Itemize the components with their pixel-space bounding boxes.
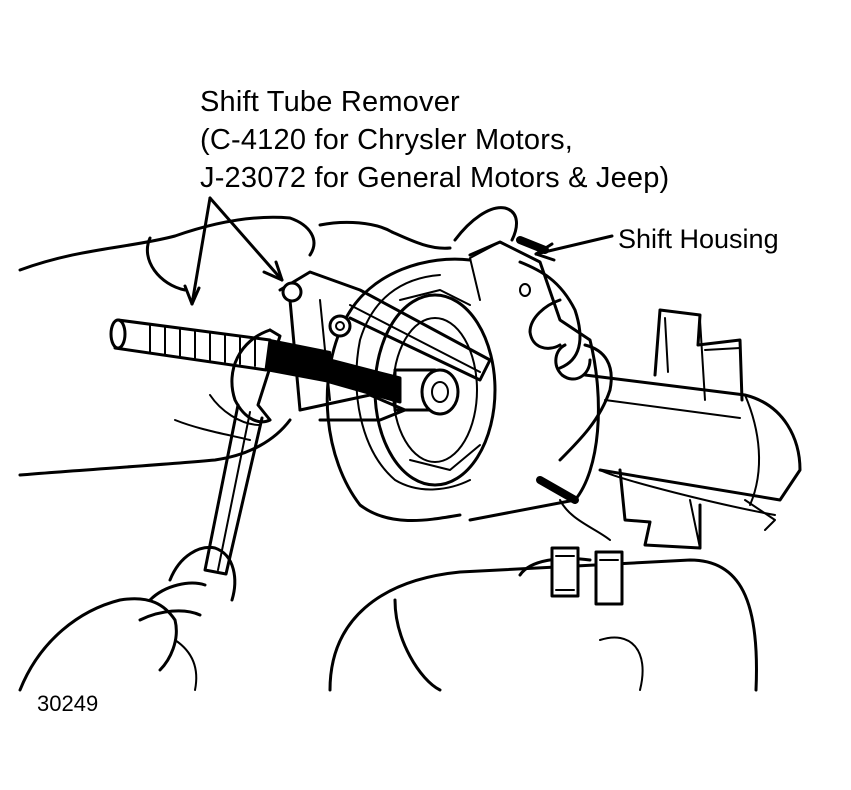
left-hand bbox=[18, 215, 452, 477]
shift-tube-remover-tool bbox=[109, 270, 492, 422]
housing-leader-line bbox=[534, 234, 614, 256]
wrench-hand bbox=[18, 545, 237, 692]
wrench bbox=[203, 328, 282, 576]
steering-column bbox=[536, 308, 802, 550]
shift-housing-label: Shift Housing bbox=[618, 224, 779, 254]
arrow-head-icon bbox=[183, 284, 201, 306]
tool-leader-line-2 bbox=[208, 196, 284, 282]
arrow-head-icon bbox=[262, 260, 284, 282]
leader-arrows bbox=[183, 196, 614, 306]
tool-label-line-2: (C-4120 for Chrysler Motors, bbox=[200, 124, 574, 156]
bench-vise bbox=[328, 546, 758, 692]
figure-number: 30249 bbox=[37, 691, 99, 716]
tool-label-line-3: J-23072 for General Motors & Jeep) bbox=[200, 162, 670, 194]
tool-leader-line-1 bbox=[190, 196, 212, 306]
arrow-head-icon bbox=[534, 242, 556, 262]
tool-label-line-1: Shift Tube Remover bbox=[200, 86, 460, 118]
shift-tube-remover-label: Shift Tube Remover (C-4120 for Chrysler … bbox=[200, 88, 669, 202]
right-hand bbox=[453, 206, 613, 462]
